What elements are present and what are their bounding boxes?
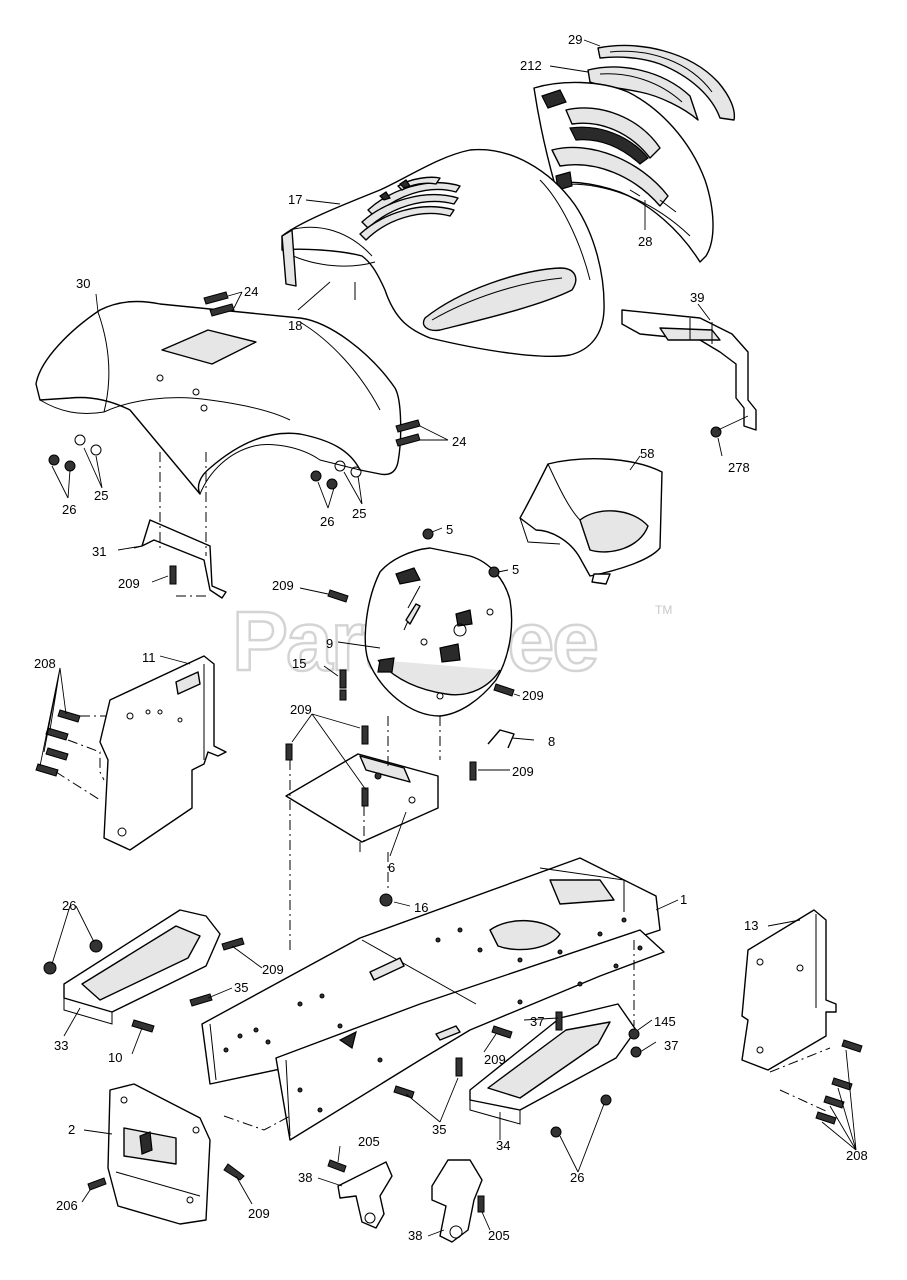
callout-58: 58 <box>640 446 654 461</box>
callout-26: 26 <box>320 514 334 529</box>
callout-24: 24 <box>244 284 258 299</box>
callout-38: 38 <box>298 1170 312 1185</box>
callout-9: 9 <box>326 636 333 651</box>
callout-37: 37 <box>530 1014 544 1029</box>
callout-206: 206 <box>56 1198 78 1213</box>
callout-205: 205 <box>488 1228 510 1243</box>
callout-13: 13 <box>744 918 758 933</box>
part-11-side-panel-left[interactable] <box>99 655 227 851</box>
part-38-lever-b[interactable] <box>431 1159 483 1243</box>
callout-8: 8 <box>548 734 555 749</box>
callout-26: 26 <box>62 502 76 517</box>
part-29-grille-strip[interactable] <box>597 44 736 121</box>
part-34-footrest-right[interactable] <box>469 1003 637 1125</box>
part-58-shield[interactable] <box>519 458 663 585</box>
callout-17: 17 <box>288 192 302 207</box>
watermark-trademark: TM <box>655 603 672 617</box>
part-1-main-frame[interactable] <box>201 857 665 1141</box>
callout-30: 30 <box>76 276 90 291</box>
callout-10: 10 <box>108 1050 122 1065</box>
part-39-bracket[interactable] <box>621 309 757 431</box>
callout-1: 1 <box>680 892 687 907</box>
part-13-side-panel-right[interactable] <box>741 909 837 1071</box>
callout-15: 15 <box>292 656 306 671</box>
callout-5: 5 <box>446 522 453 537</box>
leader-lines <box>39 39 857 1237</box>
callout-16: 16 <box>414 900 428 915</box>
part-33-footrest-left[interactable] <box>63 909 221 1025</box>
part-2-rear-plate[interactable] <box>107 1083 211 1225</box>
callout-37: 37 <box>664 1038 678 1053</box>
callout-6: 6 <box>388 860 395 875</box>
callout-209: 209 <box>262 962 284 977</box>
callout-205: 205 <box>358 1134 380 1149</box>
callout-39: 39 <box>690 290 704 305</box>
callout-38: 38 <box>408 1228 422 1243</box>
callout-25: 25 <box>352 506 366 521</box>
callout-11: 11 <box>142 650 156 665</box>
callout-24: 24 <box>452 434 466 449</box>
assembly-lines <box>55 452 831 1131</box>
callout-208: 208 <box>34 656 56 671</box>
callout-34: 34 <box>496 1138 510 1153</box>
part-17-hood[interactable] <box>281 148 605 358</box>
callout-209: 209 <box>118 576 140 591</box>
callout-2: 2 <box>68 1122 75 1137</box>
callout-35: 35 <box>234 980 248 995</box>
part-38-lever-a[interactable] <box>337 1161 393 1229</box>
frame-holes <box>223 917 643 1113</box>
callout-209: 209 <box>272 578 294 593</box>
callout-28: 28 <box>638 234 652 249</box>
callout-35: 35 <box>432 1122 446 1137</box>
callout-209: 209 <box>484 1052 506 1067</box>
callout-18: 18 <box>288 318 302 333</box>
callout-labels: 29 212 17 28 30 24 18 39 24 25 26 26 25 … <box>34 32 868 1243</box>
part-31-bracket[interactable] <box>133 519 227 599</box>
callout-208: 208 <box>846 1148 868 1163</box>
hardware <box>35 291 863 1213</box>
callout-25: 25 <box>94 488 108 503</box>
callout-33: 33 <box>54 1038 68 1053</box>
callout-31: 31 <box>92 544 106 559</box>
callout-209: 209 <box>290 702 312 717</box>
callout-29: 29 <box>568 32 582 47</box>
callout-145: 145 <box>654 1014 676 1029</box>
callout-5: 5 <box>512 562 519 577</box>
callout-26: 26 <box>62 898 76 913</box>
part-9-dash-panel[interactable] <box>364 547 513 717</box>
part-28-grille-housing[interactable] <box>533 81 714 263</box>
hood-vents <box>359 176 461 241</box>
callout-278: 278 <box>728 460 750 475</box>
callout-209: 209 <box>512 764 534 779</box>
part-30-fender[interactable] <box>35 300 402 495</box>
callout-209: 209 <box>248 1206 270 1221</box>
callout-212: 212 <box>520 58 542 73</box>
callout-26: 26 <box>570 1170 584 1185</box>
callout-209: 209 <box>522 688 544 703</box>
